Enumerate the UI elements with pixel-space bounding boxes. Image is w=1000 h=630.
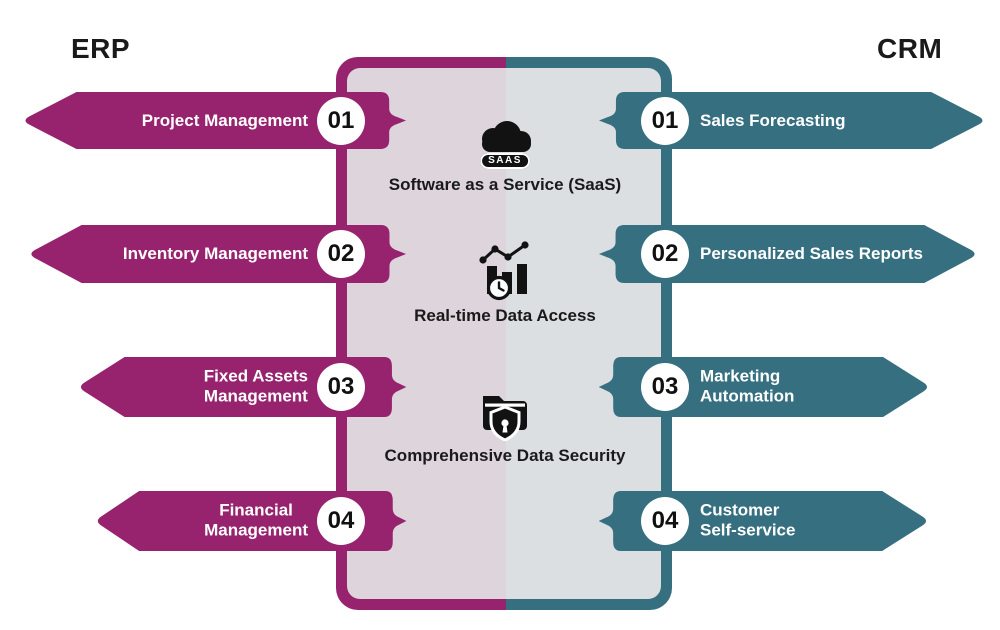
erp-item-number: 04 xyxy=(317,497,365,545)
crm-title: CRM xyxy=(877,33,943,64)
crm-item-number: 01 xyxy=(641,96,689,145)
erp-item-number: 01 xyxy=(317,96,365,145)
feature-saas-caption: Software as a Service (SaaS) xyxy=(388,175,622,194)
erp-item-financial-management: Financial Management 04 xyxy=(95,491,408,551)
crm-item-label: Marketing Automation xyxy=(700,366,795,406)
erp-item-fixed-assets-management: Fixed Assets Management 03 xyxy=(78,357,408,417)
erp-item-label: Inventory Management xyxy=(122,243,308,263)
crm-item-personalized-sales-reports: Personalized Sales Reports 02 xyxy=(597,225,978,283)
banner-arrow-shape xyxy=(31,225,407,283)
data-security-icon xyxy=(477,384,533,441)
erp-item-inventory-management: Inventory Management 02 xyxy=(28,225,408,283)
crm-item-label: Sales Forecasting xyxy=(700,110,846,130)
crm-item-customer-self-service: Customer Self-service 04 xyxy=(597,491,929,551)
erp-item-label: Fixed Assets Management xyxy=(203,366,308,406)
banner-arrow-shape xyxy=(25,92,407,149)
feature-realtime-caption: Real-time Data Access xyxy=(414,306,596,325)
crm-item-label: Customer Self-service xyxy=(700,500,796,540)
crm-item-number: 02 xyxy=(641,230,689,278)
erp-item-label: Financial Management xyxy=(204,500,308,540)
feature-security-caption: Comprehensive Data Security xyxy=(384,446,626,465)
banner-arrow-shape xyxy=(598,225,975,283)
crm-item-number: 04 xyxy=(641,497,689,545)
crm-item-number: 03 xyxy=(641,363,689,411)
realtime-data-icon xyxy=(474,239,536,301)
center-panel xyxy=(336,57,672,610)
saas-cloud-icon: SAAS xyxy=(469,121,541,170)
saas-badge-label: SAAS xyxy=(480,153,530,169)
erp-item-label: Project Management xyxy=(141,110,308,130)
erp-item-number: 03 xyxy=(317,363,365,411)
feature-data-security: Comprehensive Data Security xyxy=(355,384,655,466)
feature-saas: SAAS Software as a Service (SaaS) xyxy=(355,121,655,195)
crm-item-sales-forecasting: Sales Forecasting 01 xyxy=(597,92,986,149)
crm-item-marketing-automation: Marketing Automation 03 xyxy=(597,357,930,417)
erp-item-number: 02 xyxy=(317,230,365,278)
crm-item-label: Personalized Sales Reports xyxy=(700,243,923,263)
erp-item-project-management: Project Management 01 xyxy=(22,92,408,149)
banner-arrow-shape xyxy=(598,92,983,149)
erp-title: ERP xyxy=(71,33,131,64)
feature-realtime-data: Real-time Data Access xyxy=(355,239,655,326)
